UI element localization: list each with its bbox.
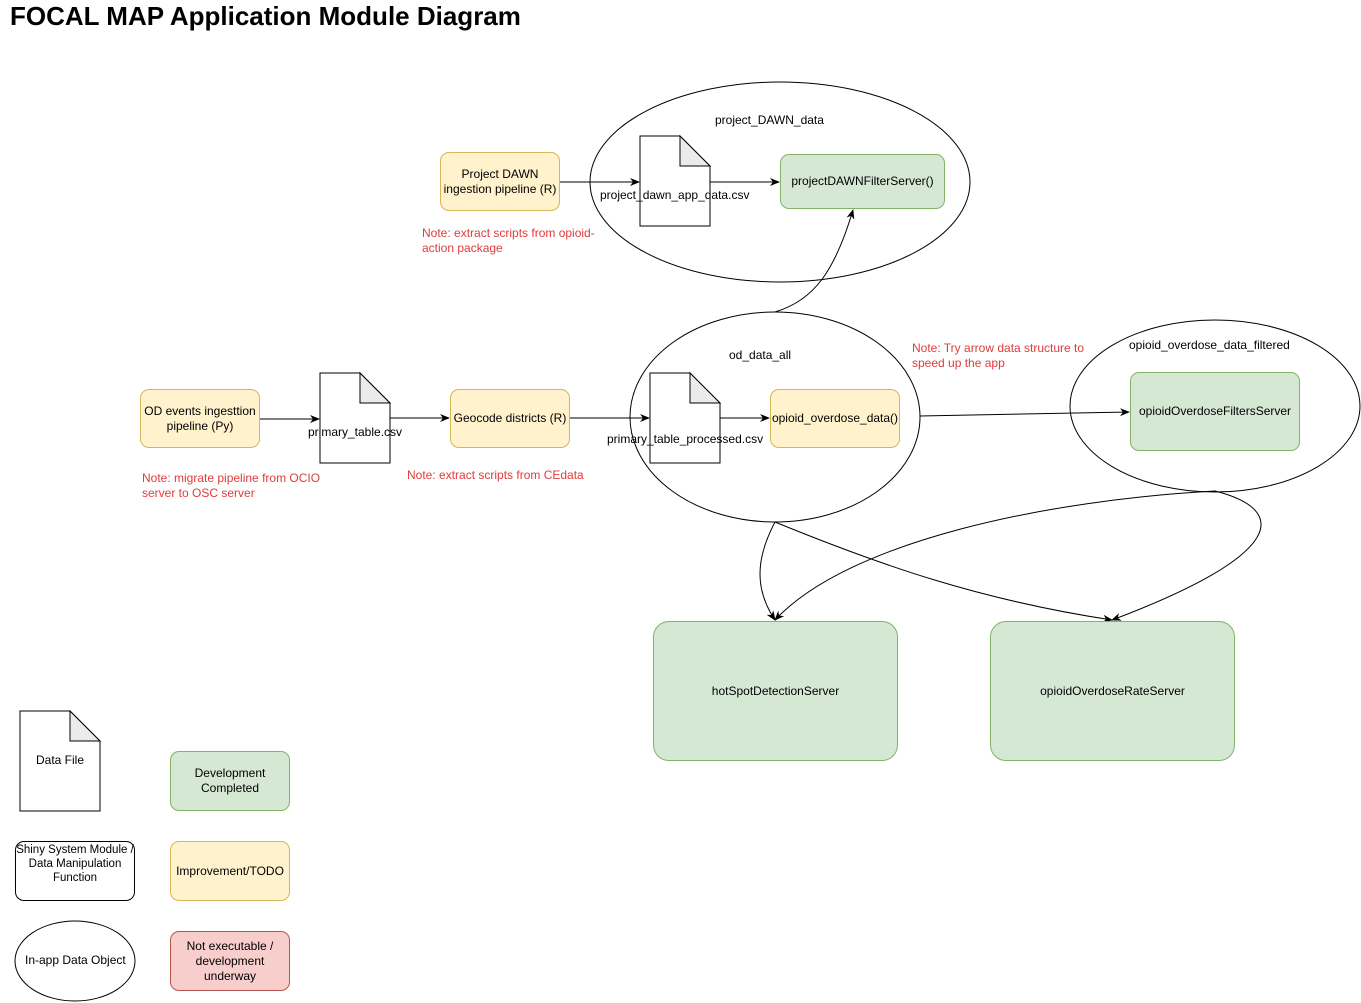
edge-filtered-group-to-hotspot[interactable] bbox=[774, 490, 1216, 621]
dawn-csv-label: project_dawn_app_data.csv bbox=[600, 188, 750, 202]
od-pipeline-label: OD events ingesttion pipeline (Py) bbox=[144, 403, 256, 433]
opioid-overdose-data-node[interactable]: opioid_overdose_data() bbox=[770, 389, 900, 448]
file-fold-icon bbox=[359, 371, 392, 404]
geocode-note: Note: extract scripts from CEdata bbox=[407, 468, 584, 482]
legend-data-object-label: In-app Data Object bbox=[25, 953, 126, 967]
legend-not-executable-node: Not executable / development underway bbox=[170, 931, 290, 991]
opioid-overdose-data-label: opioid_overdose_data() bbox=[771, 411, 899, 425]
dawn-pipeline-label: Project DAWN ingestion pipeline (R) bbox=[443, 166, 557, 196]
edge-od-group-to-rate-server[interactable] bbox=[774, 521, 1113, 623]
od-pipeline-note: Note: migrate pipeline from OCIO server … bbox=[142, 471, 321, 500]
legend-not-executable-label: Not executable / development underway bbox=[186, 938, 274, 983]
edge-od-group-to-filtered-group[interactable] bbox=[919, 408, 1130, 417]
legend-completed-node: Development Completed bbox=[170, 751, 290, 811]
legend-completed-label: Development Completed bbox=[194, 766, 266, 795]
edge-od-group-to-hotspot[interactable] bbox=[759, 521, 776, 621]
primary-table-csv-label: primary_table.csv bbox=[308, 425, 403, 439]
legend-data-file-label: Data File bbox=[36, 753, 85, 767]
od-pipeline-node[interactable]: OD events ingesttion pipeline (Py) bbox=[140, 389, 260, 448]
opioid-filters-server-node[interactable]: opioidOverdoseFiltersServer bbox=[1130, 372, 1300, 451]
file-fold-icon bbox=[69, 709, 102, 742]
legend-module-label: Shiny System Module / Data Manipulation … bbox=[16, 844, 134, 884]
legend-module-node: Shiny System Module / Data Manipulation … bbox=[15, 841, 135, 901]
legend-data-object-ellipse bbox=[14, 920, 136, 1002]
legend-todo-node: Improvement/TODO bbox=[170, 841, 290, 901]
geocode-node[interactable]: Geocode districts (R) bbox=[450, 389, 570, 448]
legend-todo-label: Improvement/TODO bbox=[176, 863, 284, 878]
dawn-filter-server-node[interactable]: projectDAWNFilterServer() bbox=[780, 154, 945, 209]
opioid-filters-server-label: opioidOverdoseFiltersServer bbox=[1138, 404, 1292, 418]
rate-server-label: opioidOverdoseRateServer bbox=[1040, 683, 1185, 698]
page-title: FOCAL MAP Application Module Diagram bbox=[10, 1, 521, 31]
rate-server-node[interactable]: opioidOverdoseRateServer bbox=[990, 621, 1235, 761]
group-label-project-dawn: project_DAWN_data bbox=[715, 113, 824, 127]
file-fold-icon bbox=[679, 134, 712, 167]
geocode-label: Geocode districts (R) bbox=[453, 411, 567, 425]
hotspot-server-label: hotSpotDetectionServer bbox=[711, 683, 840, 698]
dawn-pipeline-node[interactable]: Project DAWN ingestion pipeline (R) bbox=[440, 152, 560, 211]
dawn-filter-server-label: projectDAWNFilterServer() bbox=[791, 174, 934, 188]
edge-od-group-to-dawn-filter[interactable] bbox=[774, 209, 855, 313]
file-fold-icon bbox=[689, 371, 722, 404]
dawn-note: Note: extract scripts from opioid-action… bbox=[422, 226, 595, 255]
group-label-od-data-all: od_data_all bbox=[729, 348, 792, 362]
edge-filtered-group-to-rate-server[interactable] bbox=[1111, 490, 1262, 621]
arrow-structure-note: Note: Try arrow data structure to speed … bbox=[912, 341, 1085, 370]
group-label-opioid-filtered: opioid_overdose_data_filtered bbox=[1129, 338, 1290, 352]
primary-table-csv-file-icon[interactable] bbox=[319, 372, 391, 464]
primary-processed-csv-label: primary_table_processed.csv bbox=[607, 432, 764, 446]
hotspot-server-node[interactable]: hotSpotDetectionServer bbox=[653, 621, 898, 761]
